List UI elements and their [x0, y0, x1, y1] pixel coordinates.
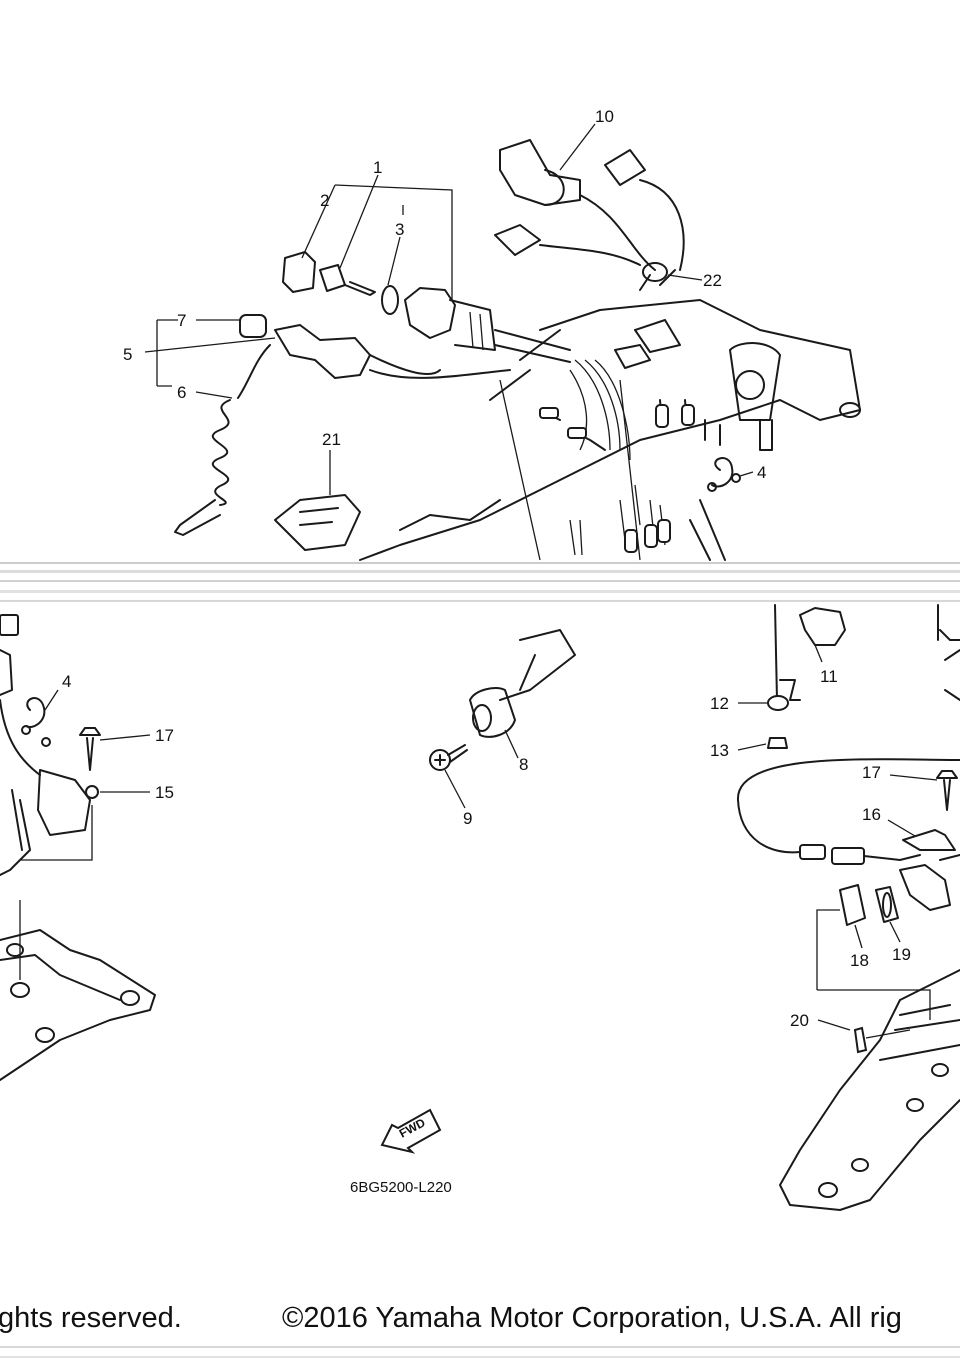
- callout-19: 19: [892, 945, 911, 964]
- callout-16: 16: [862, 805, 881, 824]
- callout-9: 9: [463, 809, 472, 828]
- footer-rights-text: ghts reserved.: [0, 1302, 182, 1334]
- callout-13: 13: [710, 741, 729, 760]
- callout-8: 8: [519, 755, 528, 774]
- callout-3: 3: [395, 220, 404, 239]
- callout-17-left: 17: [155, 726, 174, 745]
- scan-noise-band: [0, 562, 960, 602]
- callout-21: 21: [322, 430, 341, 449]
- callout-6: 6: [177, 383, 186, 402]
- footer-noise: [0, 1346, 960, 1358]
- callout-5: 5: [123, 345, 132, 364]
- callout-12: 12: [710, 694, 729, 713]
- callout-7: 7: [177, 311, 186, 330]
- callout-17-right: 17: [862, 763, 881, 782]
- diagram-code: 6BG5200-L220: [350, 1179, 452, 1196]
- callout-18: 18: [850, 951, 869, 970]
- callout-20: 20: [790, 1011, 809, 1030]
- callout-11: 11: [820, 667, 838, 686]
- lower-assembly: [0, 604, 960, 1211]
- callout-2: 2: [320, 191, 329, 210]
- footer-copyright-text: ©2016 Yamaha Motor Corporation, U.S.A. A…: [282, 1302, 902, 1334]
- upper-assembly: [144, 123, 861, 561]
- callout-1: 1: [373, 158, 382, 177]
- callout-4-upper: 4: [757, 463, 766, 482]
- callout-labels: 10 1 2 3 22 7 5 6 21 4 4 17 15 8 9 11 12…: [62, 107, 911, 1030]
- callout-22: 22: [703, 271, 722, 290]
- callout-10: 10: [595, 107, 614, 126]
- callout-15: 15: [155, 783, 174, 802]
- fwd-arrow: FWD: [380, 1108, 442, 1154]
- callout-4-lower: 4: [62, 672, 71, 691]
